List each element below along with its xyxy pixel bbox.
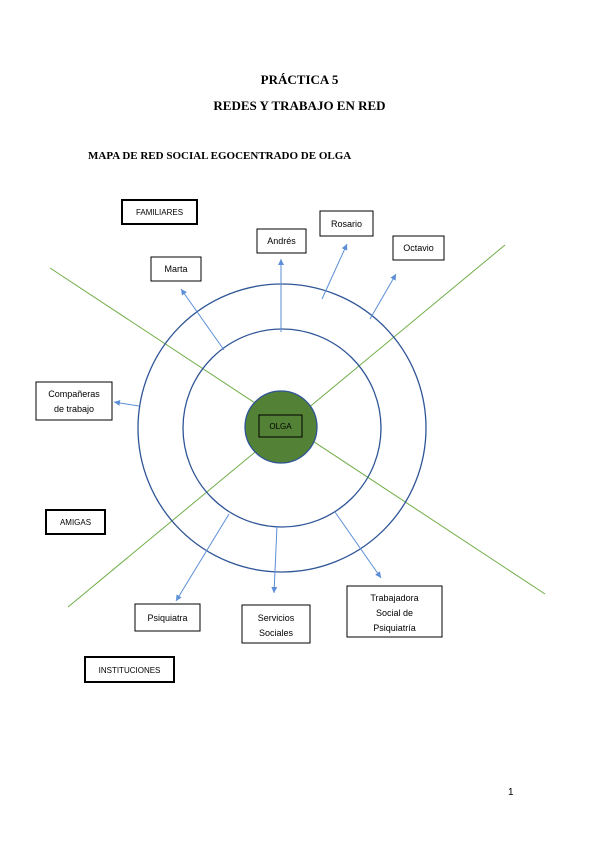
olga-label: OLGA xyxy=(269,422,292,431)
olga-label-box xyxy=(258,414,303,438)
arrow-companeras xyxy=(113,399,140,407)
companeras-label-2: de trabajo xyxy=(54,404,94,414)
servicios-label-2: Sociales xyxy=(259,628,294,638)
page-number: 1 xyxy=(508,787,514,798)
arrow-trabajadora xyxy=(334,511,382,579)
servicios-label-1: Servicios xyxy=(258,613,295,623)
trabajadora-label-3: Psiquiatría xyxy=(373,623,416,633)
rosario-box xyxy=(319,210,374,237)
companeras-label-1: Compañeras xyxy=(48,389,100,399)
familiares-box xyxy=(121,199,198,225)
olga-center-circle xyxy=(244,390,318,464)
arrow-octavio xyxy=(369,273,397,320)
psiquiatra-box xyxy=(134,603,201,632)
arrow-rosario xyxy=(321,243,348,300)
practice-subtitle: REDES Y TRABAJO EN RED xyxy=(213,98,386,113)
octavio-box xyxy=(392,235,445,261)
andres-label: Andrés xyxy=(267,236,296,246)
outer-circle xyxy=(137,283,427,573)
practice-title: PRÁCTICA 5 xyxy=(260,72,339,87)
psiquiatra-label: Psiquiatra xyxy=(147,613,187,623)
trabajadora-box xyxy=(346,585,443,638)
instituciones-label: INSTITUCIONES xyxy=(99,666,161,675)
familiares-label: FAMILIARES xyxy=(136,208,183,217)
arrow-servicios xyxy=(271,525,278,594)
amigas-label: AMIGAS xyxy=(60,518,91,527)
arrow-psiquiatra xyxy=(175,513,230,602)
map-title: MAPA DE RED SOCIAL EGOCENTRADO DE OLGA xyxy=(88,150,352,162)
marta-box xyxy=(150,256,202,282)
trabajadora-label-1: Trabajadora xyxy=(370,593,418,603)
inner-circle xyxy=(182,328,382,528)
instituciones-box xyxy=(84,656,175,683)
trabajadora-label-2: Social de xyxy=(376,608,413,618)
amigas-box xyxy=(45,509,106,535)
arrow-marta xyxy=(180,288,225,351)
rosario-label: Rosario xyxy=(331,219,362,229)
marta-label: Marta xyxy=(164,264,187,274)
octavio-label: Octavio xyxy=(403,243,434,253)
servicios-box xyxy=(241,604,311,644)
andres-box xyxy=(256,228,307,254)
companeras-box xyxy=(35,381,113,421)
